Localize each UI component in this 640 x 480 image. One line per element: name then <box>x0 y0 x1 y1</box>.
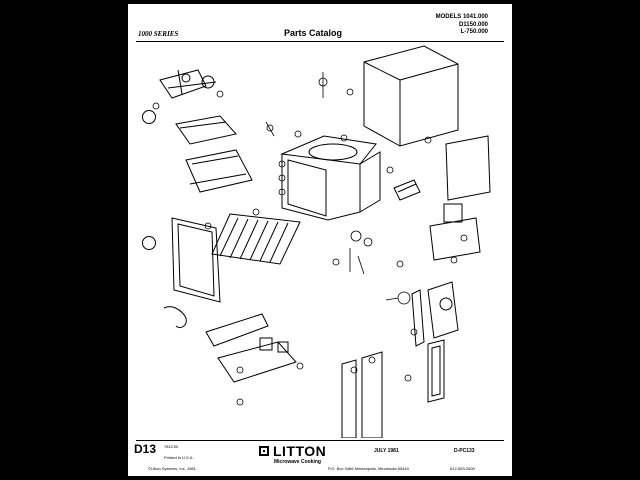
oven-rack <box>211 213 301 265</box>
oven-cavity <box>280 135 381 221</box>
magnetron <box>411 281 459 347</box>
control-panel-assembly <box>341 339 445 438</box>
publication-date: JULY 1981 <box>374 448 399 454</box>
binder-hole-top <box>142 110 156 124</box>
catalog-code: D-PC133 <box>454 448 475 454</box>
cavity-bottom-tray <box>185 149 253 193</box>
stirrer-shelf <box>175 115 237 145</box>
header-divider <box>136 41 504 42</box>
binder-hole-bottom <box>142 236 156 250</box>
litton-logo-mark <box>259 446 269 456</box>
grill-plate <box>393 179 421 201</box>
page-id: D13 <box>134 442 157 456</box>
fan-assembly <box>159 69 217 99</box>
model-line-2: D1150.000 <box>458 21 488 28</box>
page-title: Parts Catalog <box>284 28 343 38</box>
small-parts-callouts <box>152 72 468 406</box>
company-phone: 612-553-2600 <box>450 466 475 471</box>
control-base <box>205 313 297 383</box>
footer-divider <box>136 440 504 441</box>
rear-panel <box>445 135 491 201</box>
exploded-parts-diagram <box>152 45 491 438</box>
company-address: P.O. Box 9466 Minneapolis, Minnesota 554… <box>328 466 409 471</box>
document-number: 781C50 <box>164 444 179 449</box>
door-assembly <box>171 217 221 303</box>
brand-name: LITTON <box>273 443 327 459</box>
transformer <box>429 203 481 261</box>
power-cord <box>163 306 187 329</box>
printed-notice: Printed in U.S.A. <box>164 455 194 460</box>
brand-subtitle: Microwave Cooking <box>274 459 321 465</box>
series-label: 1000 SERIES <box>138 30 179 38</box>
copyright-notice: ©Litton Systems, Inc. 1981 <box>148 466 196 471</box>
outer-cabinet <box>363 45 459 147</box>
parts-catalog-page: 1000 SERIES Parts Catalog MODELS 1041.00… <box>128 4 512 476</box>
model-line-3: L-750.000 <box>460 29 488 35</box>
model-line-1: MODELS 1041.000 <box>435 14 488 20</box>
model-numbers: MODELS 1041.000 D1150.000 L-750.000 <box>436 14 488 37</box>
